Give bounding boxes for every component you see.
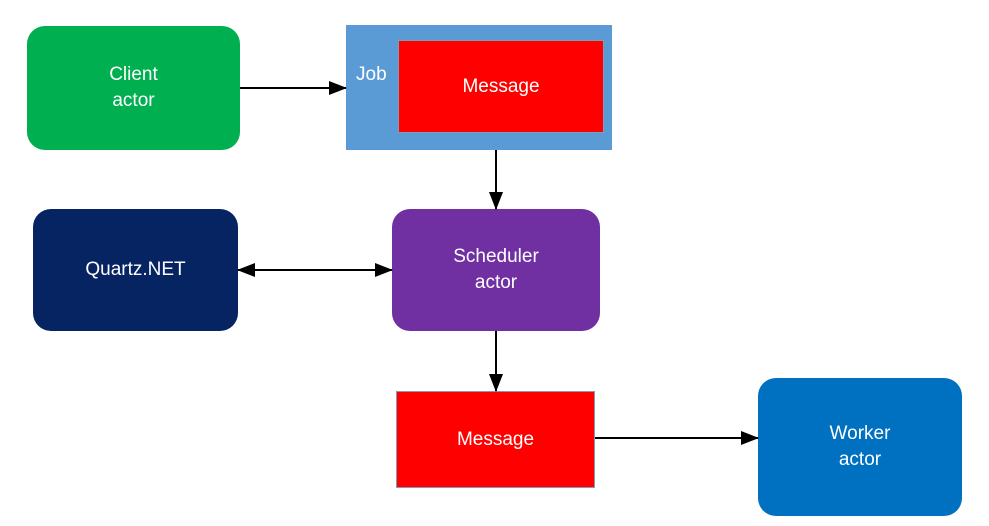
node-quartz-net[interactable]: Quartz.NET (33, 209, 238, 331)
node-client-actor[interactable]: Client actor (27, 26, 240, 150)
node-job-message[interactable]: Message (398, 40, 604, 133)
node-bottom-message[interactable]: Message (396, 391, 595, 488)
node-job-container[interactable]: Job Message (346, 25, 612, 150)
node-scheduler-actor[interactable]: Scheduler actor (392, 209, 600, 331)
node-worker-actor[interactable]: Worker actor (758, 378, 962, 516)
job-label: Job (356, 64, 387, 85)
